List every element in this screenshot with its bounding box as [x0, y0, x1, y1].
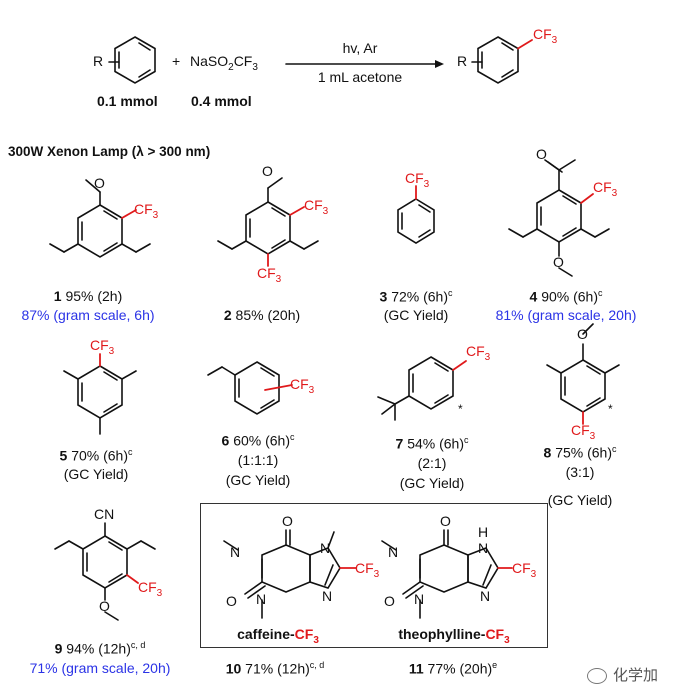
- c7-note: (GC Yield): [399, 475, 465, 491]
- c2-yield: 2 85% (20h): [223, 307, 301, 323]
- compound-5-structure: [63, 353, 137, 435]
- product-benzene: [471, 36, 533, 84]
- condition-top: hv, Ar: [342, 40, 378, 56]
- caffeine-n7: N: [320, 540, 331, 556]
- c1-yield: 1 95% (2h): [53, 288, 123, 304]
- theophylline-structure: [381, 529, 513, 619]
- c7-star: *: [458, 402, 463, 416]
- c2-cf3-right: CF3: [304, 197, 329, 217]
- theophylline-h7: H: [478, 524, 489, 540]
- compound-6-structure: [207, 361, 293, 415]
- compound-8-structure: [546, 323, 620, 425]
- c4-yield: 4 90% (6h)c: [529, 288, 603, 305]
- condition-bottom: 1 mL acetone: [317, 69, 403, 85]
- watermark: 化学加: [586, 664, 658, 685]
- caffeine-o-top: O: [282, 513, 293, 529]
- c2-o-top: O: [262, 163, 273, 179]
- c6-cf3: CF3: [290, 376, 315, 396]
- theophylline-cf3: CF3: [512, 560, 537, 580]
- reactant-r-label: R: [93, 53, 104, 69]
- c5-note: (GC Yield): [63, 466, 129, 482]
- compound-7-structure: [377, 356, 467, 421]
- c2-cf3-bottom: CF3: [257, 265, 282, 285]
- amount-reagent: 0.4 mmol: [191, 93, 252, 109]
- reactant-benzene: [108, 36, 156, 84]
- c8-star: *: [608, 402, 613, 416]
- theophylline-n9: N: [480, 588, 491, 604]
- c1-cf3: CF3: [134, 201, 159, 221]
- theophylline-n1: N: [388, 544, 399, 560]
- c4-note: 81% (gram scale, 20h): [495, 307, 637, 323]
- c7-yield: 7 54% (6h)c: [395, 435, 469, 452]
- c4-o-ketone: O: [536, 146, 547, 162]
- c1-note: 87% (gram scale, 6h): [21, 307, 155, 323]
- c5-yield: 5 70% (6h)c: [59, 447, 133, 464]
- caffeine-label: caffeine-CF3: [237, 626, 319, 646]
- caffeine-n9: N: [322, 588, 333, 604]
- plus-sign: +: [172, 53, 181, 69]
- c8-note: (GC Yield): [547, 492, 613, 508]
- caffeine-n3: N: [256, 591, 267, 607]
- c10-yield: 10 71% (12h)c, d: [225, 660, 325, 677]
- compound-1-structure: [49, 179, 151, 258]
- product-cf3-label: CF3: [533, 26, 558, 46]
- reagent-formula: NaSO2CF3: [190, 53, 258, 73]
- c9-note: 71% (gram scale, 20h): [29, 660, 171, 676]
- c4-cf3: CF3: [593, 179, 618, 199]
- compound-4-structure: [508, 159, 610, 277]
- theophylline-o-top: O: [440, 513, 451, 529]
- wechat-icon: [586, 668, 607, 685]
- caffeine-o-left: O: [226, 593, 237, 609]
- theophylline-label: theophylline-CF3: [398, 626, 510, 646]
- compound-3-structure: [397, 185, 435, 244]
- c1-o-top: O: [94, 175, 105, 191]
- caffeine-structure: [223, 529, 357, 619]
- c11-yield: 11 77% (20h)e: [408, 660, 498, 677]
- c9-cf3: CF3: [138, 579, 163, 599]
- theophylline-o-left: O: [384, 593, 395, 609]
- c8-o-top: O: [577, 326, 588, 342]
- c9-yield: 9 94% (12h)c, d: [54, 640, 146, 657]
- compound-9-structure: [54, 522, 156, 621]
- caffeine-theophylline-box: [200, 503, 548, 648]
- c7-cf3: CF3: [466, 343, 491, 363]
- reaction-arrow: [285, 60, 444, 68]
- c9-o-bottom: O: [99, 598, 110, 614]
- c8-ratio: (3:1): [565, 464, 595, 480]
- compound-2-structure: [217, 177, 319, 267]
- c6-note: (GC Yield): [225, 472, 291, 488]
- c5-cf3: CF3: [90, 337, 115, 357]
- amount-substrate: 0.1 mmol: [97, 93, 158, 109]
- caffeine-n1: N: [230, 544, 241, 560]
- c3-note: (GC Yield): [383, 307, 449, 323]
- c6-ratio: (1:1:1): [237, 452, 279, 468]
- theophylline-n3: N: [414, 591, 425, 607]
- product-r-label: R: [457, 53, 468, 69]
- theophylline-n7: N: [478, 540, 489, 556]
- lamp-condition: 300W Xenon Lamp (λ > 300 nm): [8, 144, 211, 159]
- c8-cf3: CF3: [571, 422, 596, 442]
- c3-yield: 3 72% (6h)c: [379, 288, 453, 305]
- c3-cf3: CF3: [405, 170, 430, 190]
- c4-o-bottom: O: [553, 254, 564, 270]
- c9-cn: CN: [94, 506, 115, 522]
- c7-ratio: (2:1): [417, 455, 447, 471]
- c8-yield: 8 75% (6h)c: [543, 444, 617, 461]
- c6-yield: 6 60% (6h)c: [221, 432, 295, 449]
- caffeine-cf3: CF3: [355, 560, 380, 580]
